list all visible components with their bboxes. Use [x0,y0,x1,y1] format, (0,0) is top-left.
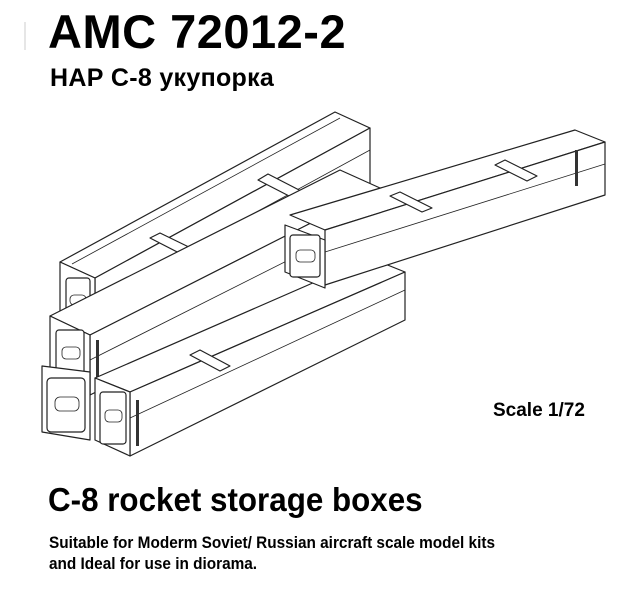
box-bottom-long [94,257,406,457]
description-line-1: Suitable for Moderm Soviet/ Russian airc… [49,534,496,552]
russian-subtitle: НАР С-8 укупорка [50,64,275,92]
product-name: C-8 rocket storage boxes [48,481,423,518]
edge-mark [24,22,26,50]
scale-label: Scale 1/72 [493,400,585,421]
description-line-2: and Ideal for use in diorama. [49,555,258,573]
box-bottom-left [41,365,91,441]
product-code-title: AMC 72012-2 [48,5,347,58]
product-description: Suitable for Moderm Soviet/ Russian airc… [49,533,579,575]
storage-boxes-illustration [41,111,606,457]
box-right-elevated [284,129,606,289]
